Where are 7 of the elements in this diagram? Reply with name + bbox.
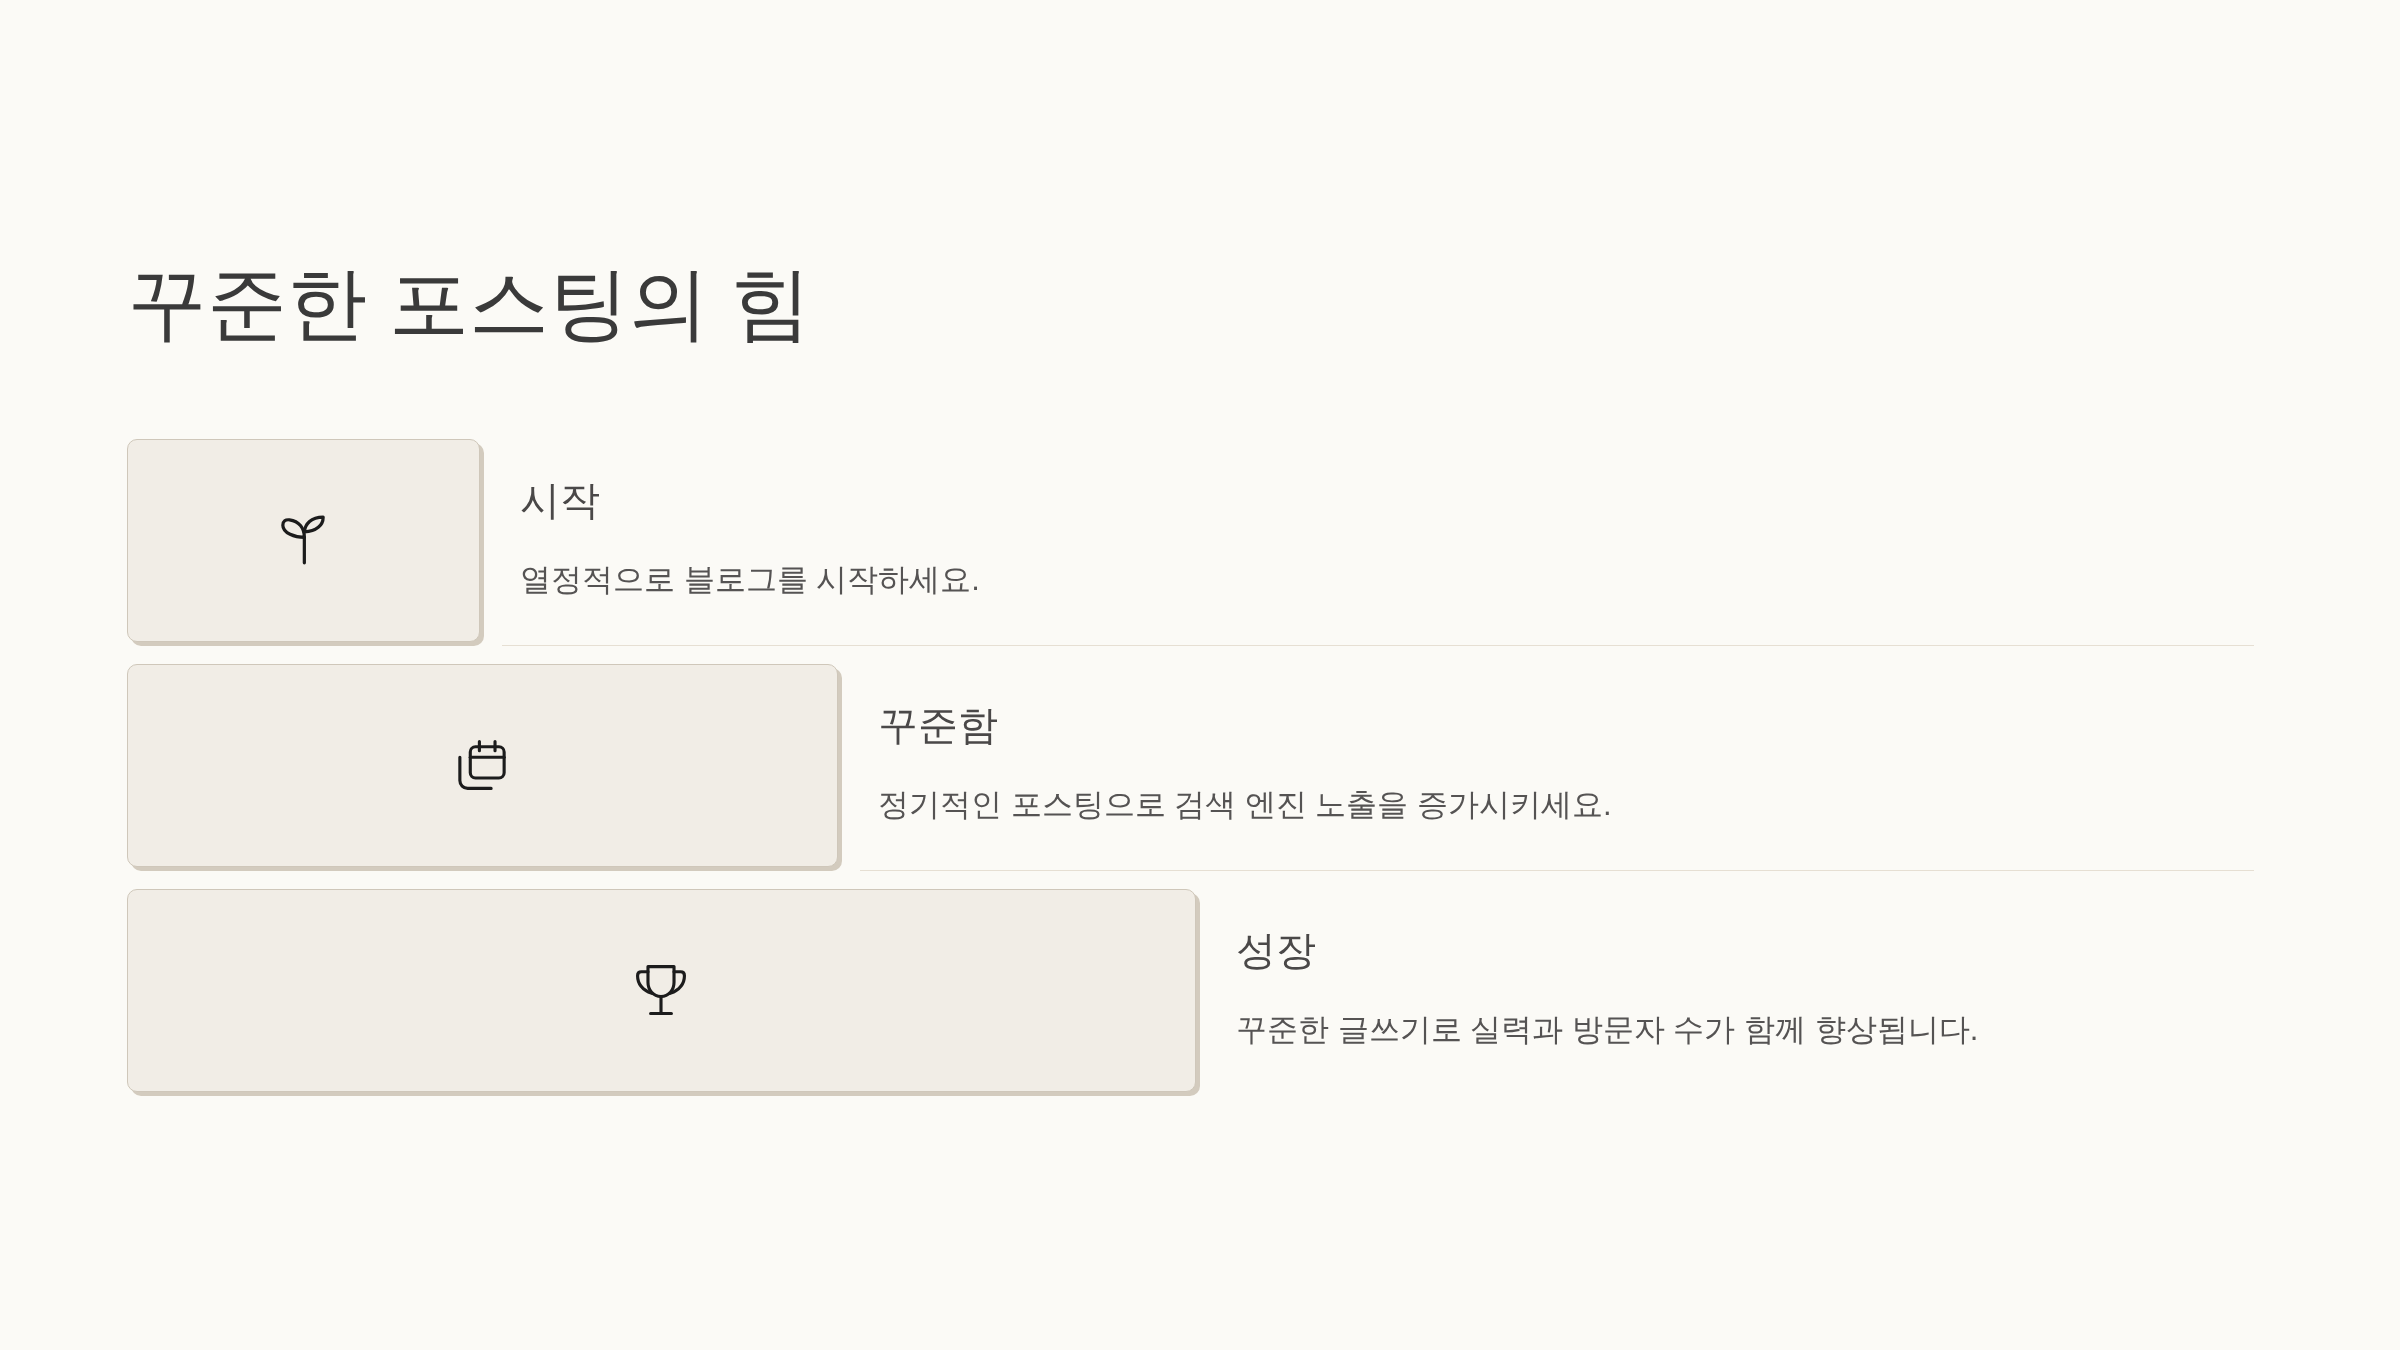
step-heading: 성장	[1236, 927, 1316, 974]
step-description: 열정적으로 블로그를 시작하세요.	[520, 561, 980, 599]
step-description: 정기적인 포스팅으로 검색 엔진 노출을 증가시키세요.	[878, 786, 1612, 824]
step-heading: 꾸준함	[878, 702, 998, 749]
step-description: 꾸준한 글쓰기로 실력과 방문자 수가 함께 향상됩니다.	[1236, 1011, 1979, 1049]
step-heading: 시작	[520, 477, 600, 524]
page-title: 꾸준한 포스팅의 힘	[127, 258, 812, 350]
